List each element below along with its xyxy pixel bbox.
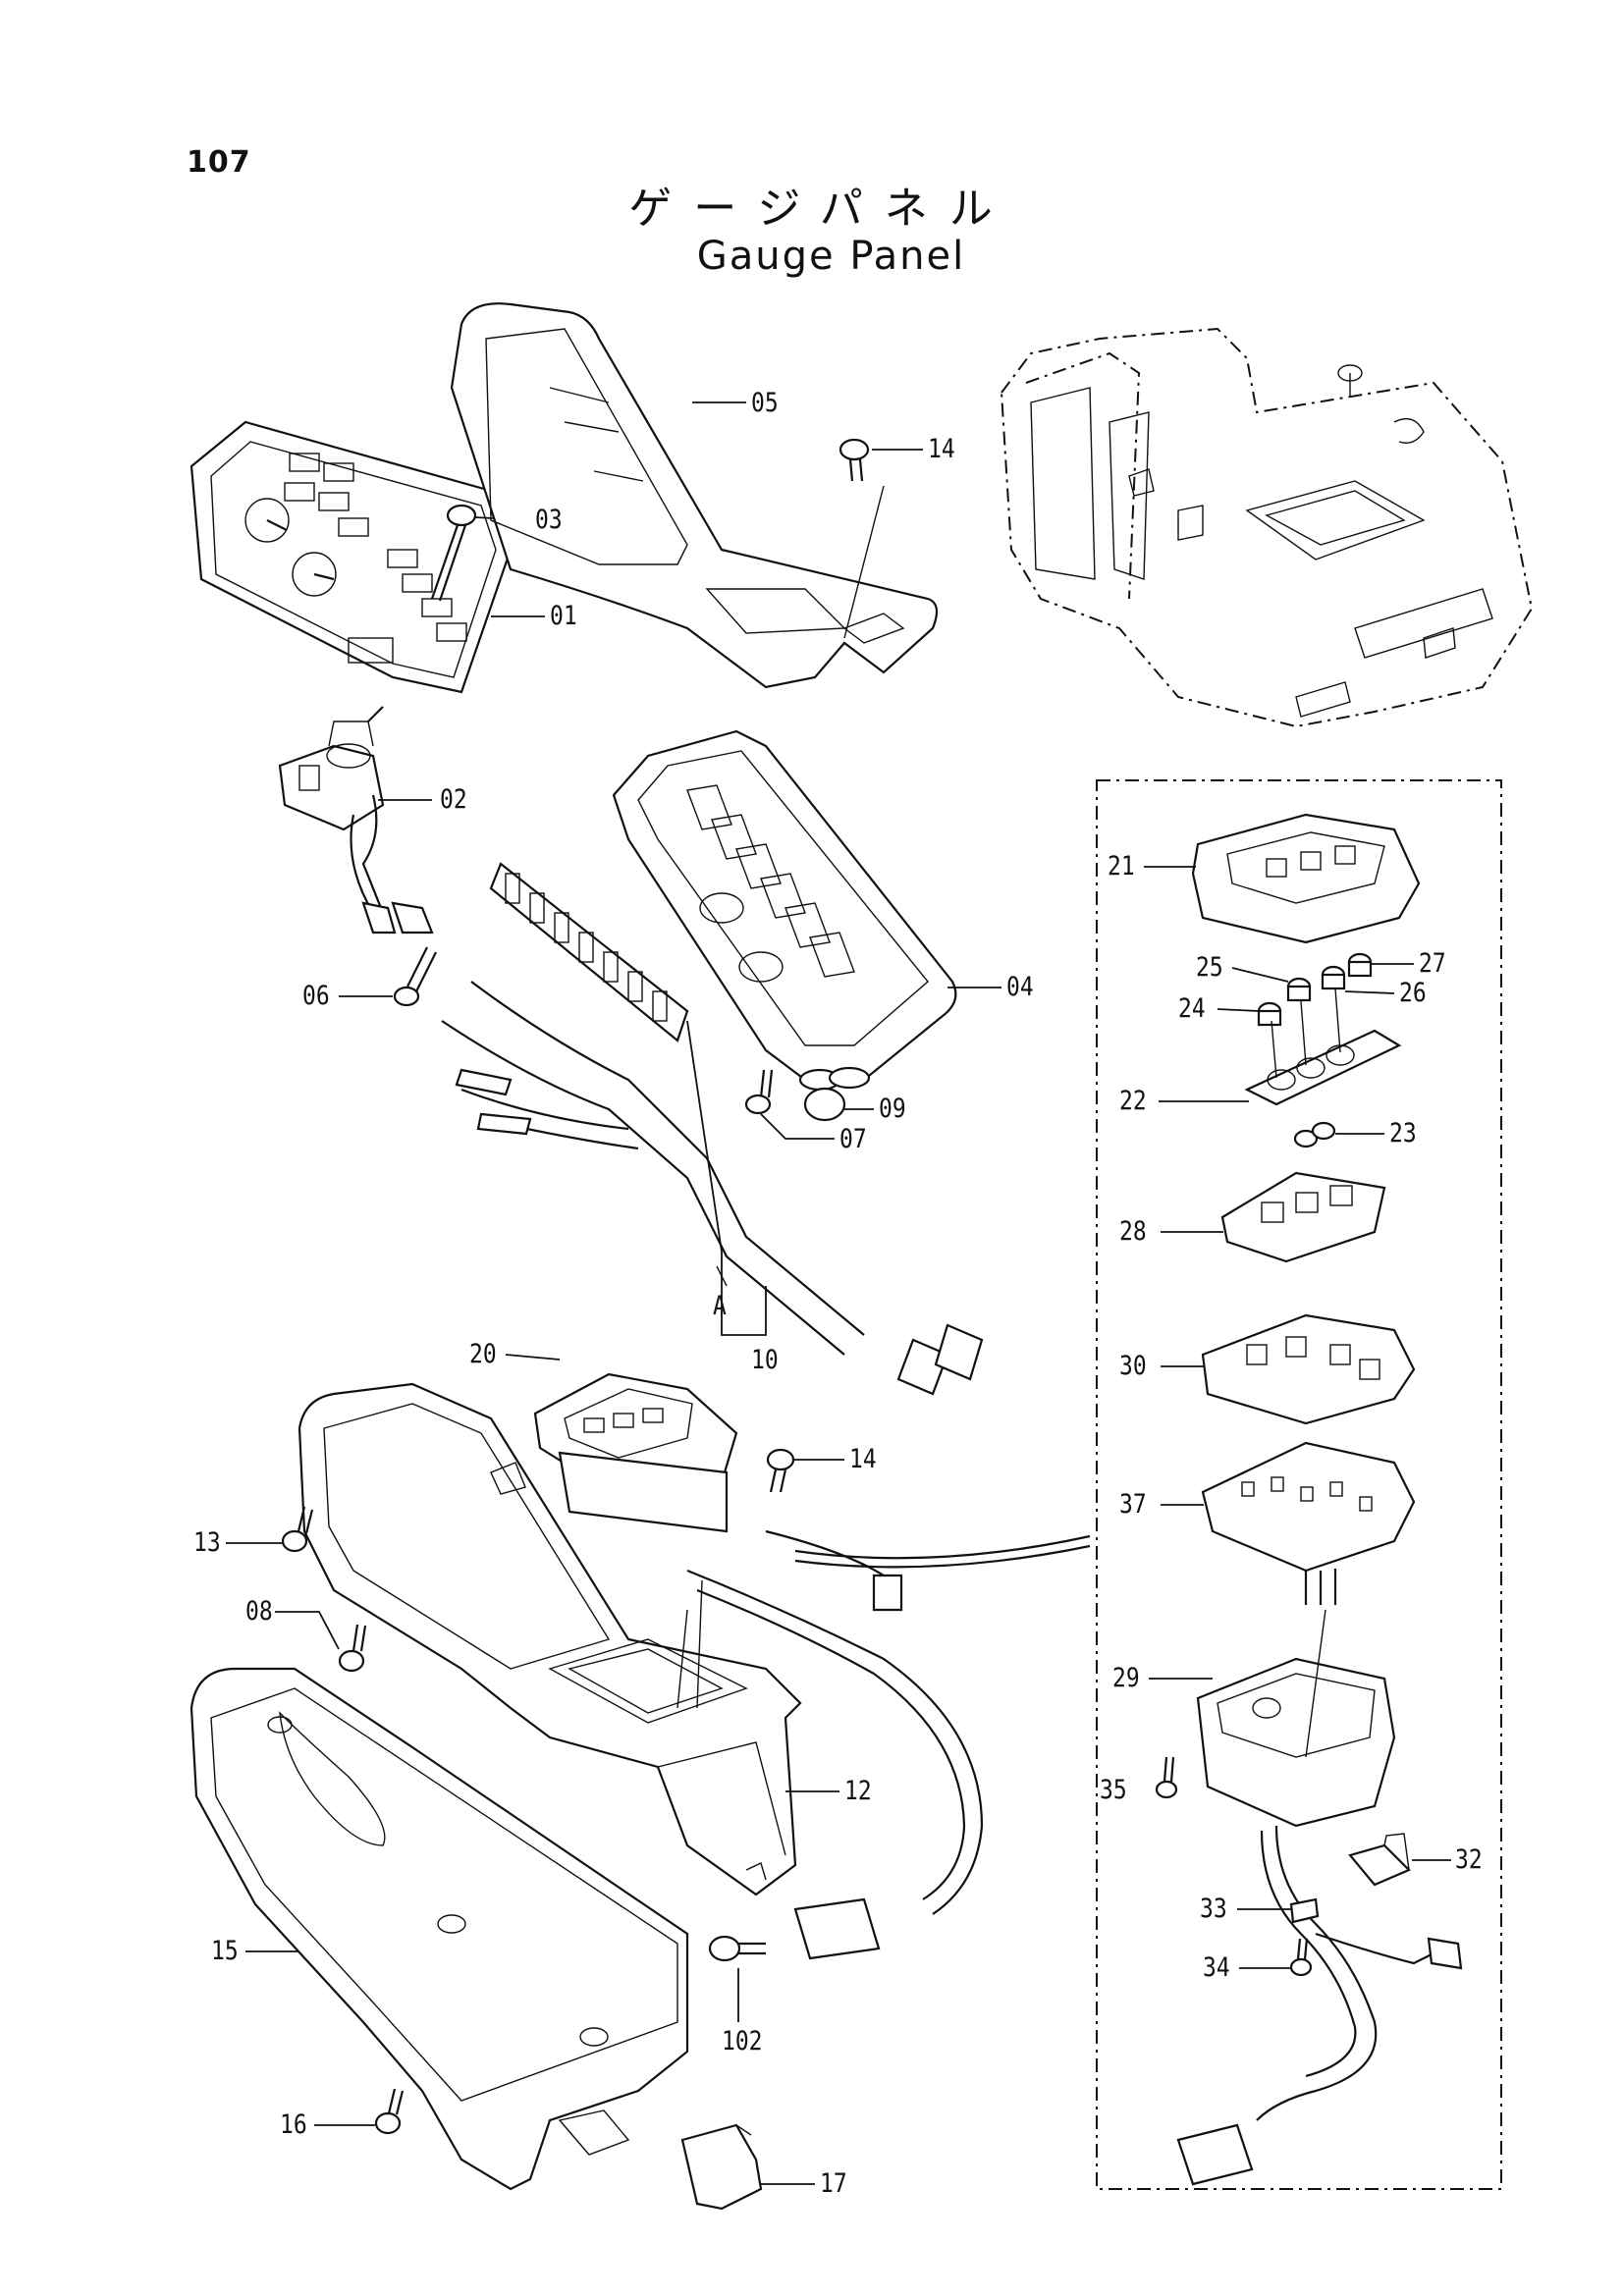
part-35-screw (1155, 1756, 1178, 1799)
part-14-screw-mid (766, 1448, 795, 1493)
detail-harness (1176, 1825, 1463, 2186)
part-15-side-cover (189, 1667, 689, 2191)
callout-08: 08 (245, 1596, 273, 1627)
leader-07 (760, 1113, 835, 1140)
part-07-screw (744, 1069, 774, 1115)
callout-09: 09 (879, 1094, 906, 1124)
part-23-small-part (1293, 1121, 1336, 1148)
detail-frame (1096, 779, 1502, 2190)
part-12-console-bracket (298, 1382, 802, 1896)
callout-A: A (713, 1291, 727, 1321)
callout-102: 102 (722, 2026, 763, 2056)
callout-14-mid: 14 (849, 1444, 877, 1474)
part-34-screw (1289, 1938, 1313, 1977)
leader-10-bracket (686, 1020, 767, 1336)
callout-01: 01 (550, 601, 577, 631)
part-27-cap (1347, 952, 1373, 978)
callout-27: 27 (1419, 948, 1446, 979)
callout-16: 16 (280, 2109, 307, 2140)
leader-24 (1217, 1008, 1260, 1012)
part-26-cap (1321, 965, 1346, 990)
callout-20: 20 (469, 1339, 497, 1369)
part-29-switch-base (1196, 1609, 1396, 1828)
callout-06: 06 (302, 981, 330, 1011)
part-01-gauge-face-plate (189, 420, 513, 694)
part-17-small-cover (680, 2123, 763, 2211)
part-02-switch-assembly (278, 706, 434, 934)
title-japanese: ゲージパネル (628, 184, 1014, 234)
leader-20 (505, 1354, 561, 1361)
part-10-wiring-harness (441, 862, 984, 1396)
part-08-screw (338, 1624, 367, 1673)
callout-02: 02 (440, 784, 467, 815)
callout-07: 07 (839, 1124, 867, 1154)
part-21-switch-cover (1191, 813, 1421, 944)
callout-35: 35 (1100, 1775, 1127, 1805)
part-14-screw-top (839, 438, 885, 639)
part-37-circuit-board (1201, 1441, 1416, 1605)
callout-22: 22 (1119, 1086, 1147, 1116)
part-13-screw (281, 1506, 314, 1553)
callout-21: 21 (1108, 851, 1135, 881)
part-32-connector (1348, 1833, 1411, 1887)
callout-30: 30 (1119, 1351, 1147, 1381)
callout-10: 10 (751, 1345, 779, 1375)
part-16-screw (374, 2088, 405, 2135)
part-04-gauge-housing (612, 729, 957, 1092)
part-06-screw (393, 946, 437, 1007)
part-09-cap (803, 1087, 846, 1122)
callout-23: 23 (1389, 1118, 1417, 1148)
callout-28: 28 (1119, 1216, 1147, 1247)
callout-17: 17 (820, 2168, 847, 2199)
callout-15: 15 (211, 1936, 239, 1966)
callout-14-top: 14 (928, 434, 955, 464)
leader-08 (275, 1611, 340, 1650)
part-22-plate (1244, 988, 1402, 1106)
callout-05: 05 (751, 388, 779, 418)
callout-12: 12 (844, 1776, 872, 1806)
part-05-panel-frame (450, 302, 939, 689)
callout-24: 24 (1178, 993, 1206, 1024)
callout-03: 03 (535, 505, 563, 535)
leader-25 (1231, 967, 1289, 983)
callout-04: 04 (1006, 972, 1034, 1002)
callout-26: 26 (1399, 978, 1427, 1008)
page-number: 107 (187, 145, 251, 180)
excavator-machine-outline (1000, 327, 1534, 728)
part-24-cap (1257, 1001, 1282, 1027)
part-30-switch-panel (1201, 1313, 1416, 1425)
callout-33: 33 (1200, 1894, 1227, 1924)
part-03-screw (430, 504, 477, 602)
callout-34: 34 (1203, 1952, 1230, 1983)
part-102-bolt (708, 1935, 766, 1962)
callout-32: 32 (1455, 1844, 1483, 1875)
callout-37: 37 (1119, 1489, 1147, 1520)
console-harness (686, 1529, 1091, 1960)
callout-29: 29 (1112, 1663, 1140, 1693)
leader-26 (1344, 990, 1395, 994)
title-english: Gauge Panel (696, 234, 966, 279)
part-28-gasket (1220, 1171, 1386, 1263)
part-33-clamp (1289, 1897, 1320, 1924)
callout-25: 25 (1196, 952, 1223, 983)
callout-13: 13 (193, 1527, 221, 1558)
part-20-switch-box (533, 1372, 738, 1533)
part-25-cap (1286, 977, 1312, 1002)
